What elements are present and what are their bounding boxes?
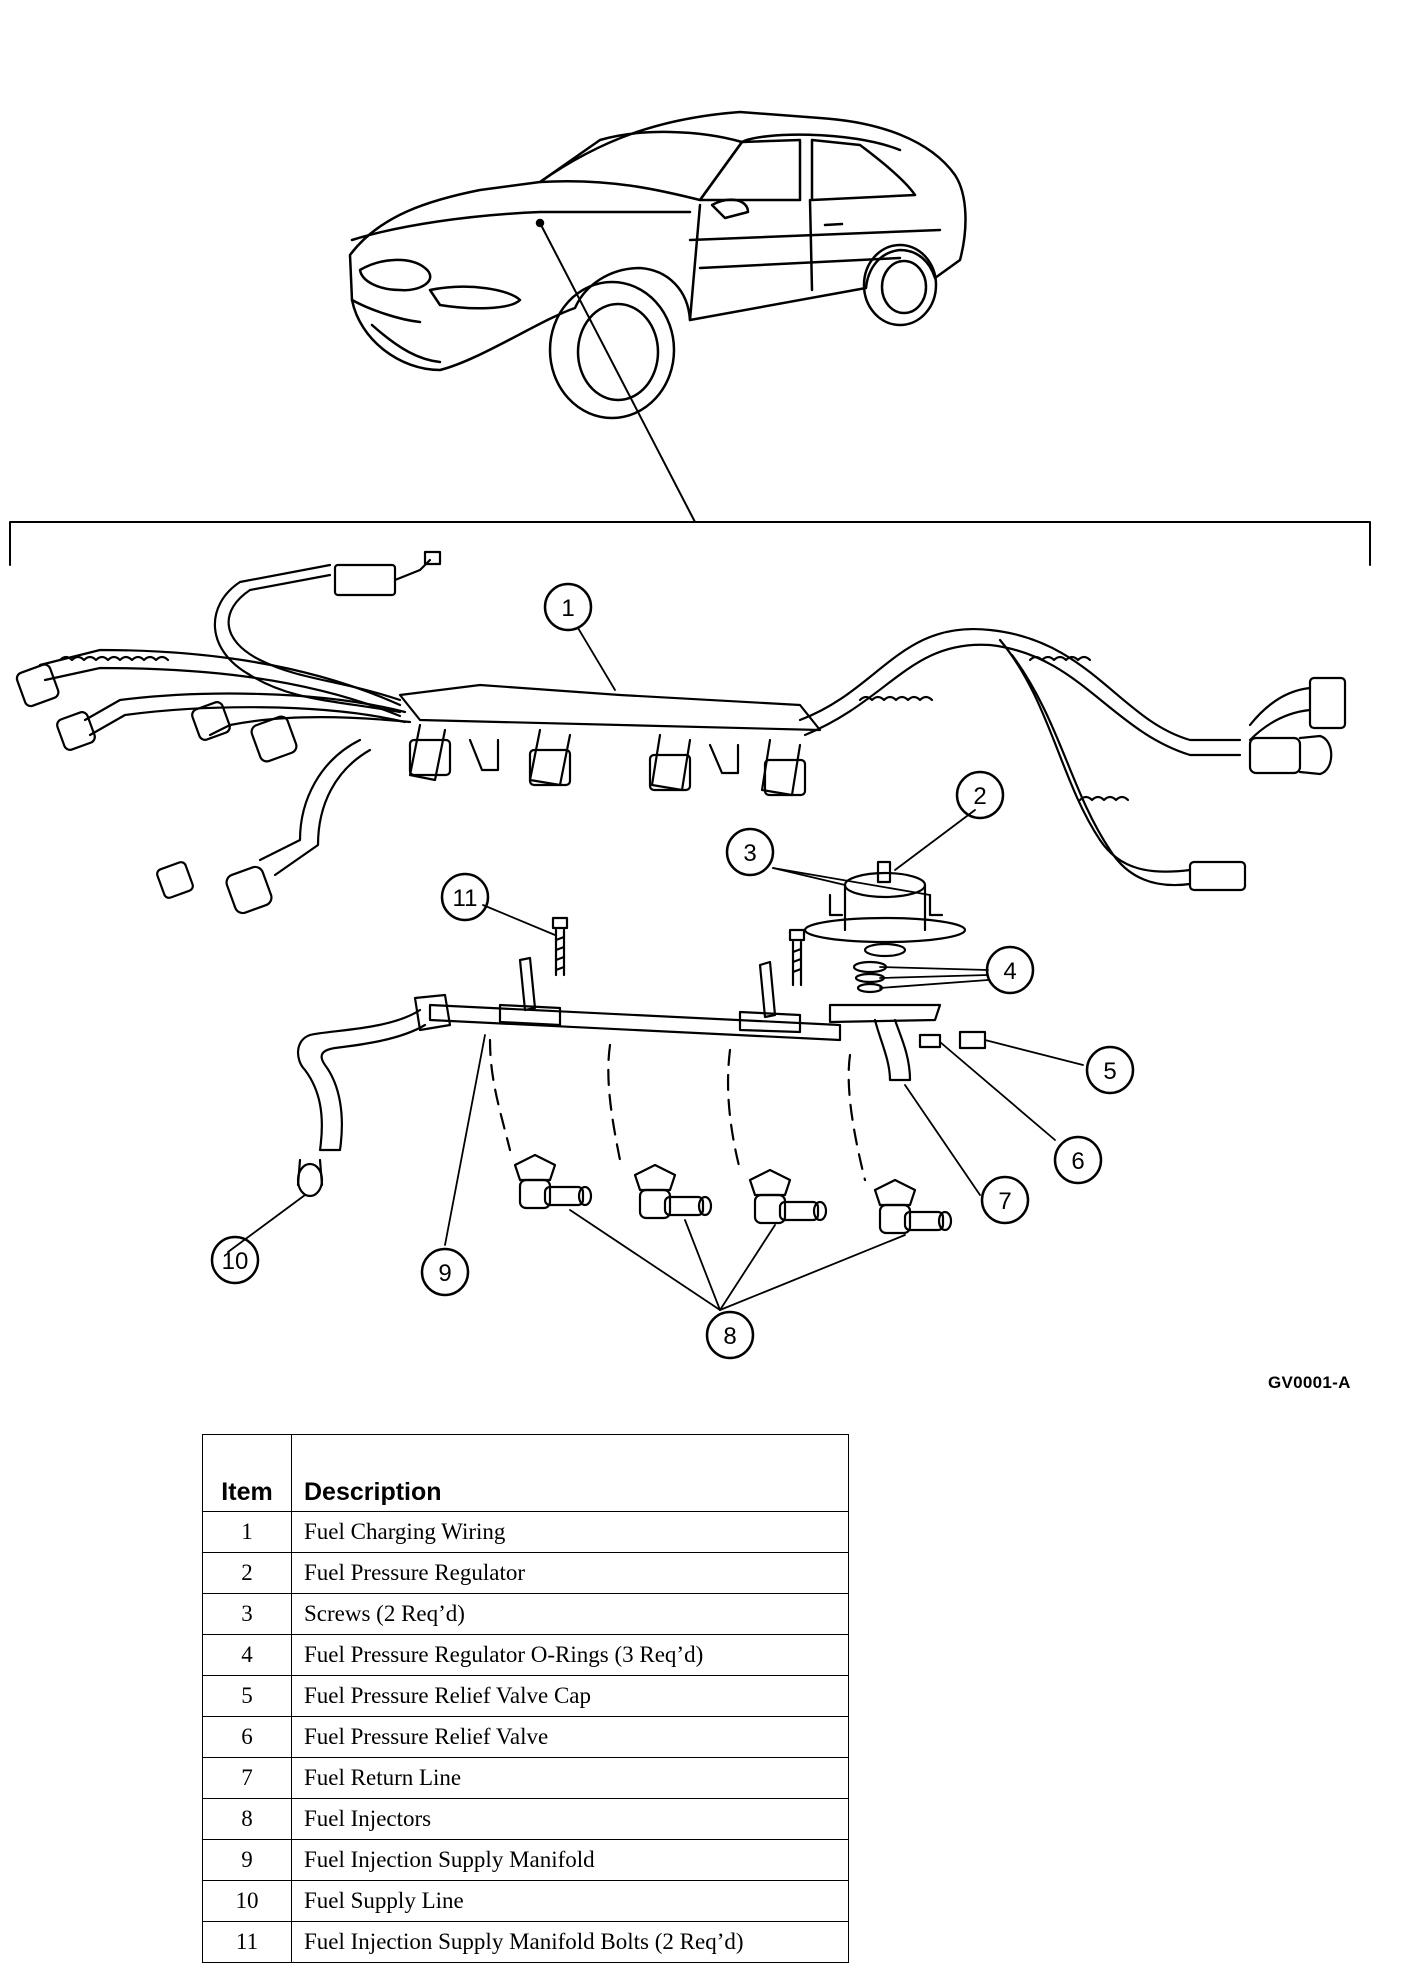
bolts-illustration xyxy=(551,916,806,987)
item-number: 5 xyxy=(202,1675,292,1717)
item-number: 6 xyxy=(202,1716,292,1758)
item-description: Fuel Charging Wiring xyxy=(291,1511,849,1553)
callout-label: 7 xyxy=(998,1188,1011,1215)
item-description: Fuel Injectors xyxy=(291,1798,849,1840)
item-number: 9 xyxy=(202,1839,292,1881)
item-description: Fuel Injection Supply Manifold Bolts (2 … xyxy=(291,1921,849,1963)
callout-label: 8 xyxy=(723,1323,736,1350)
item-description: Fuel Pressure Relief Valve Cap xyxy=(291,1675,849,1717)
callout-1: 1 xyxy=(543,582,593,632)
item-number: 1 xyxy=(202,1511,292,1553)
callout-label: 1 xyxy=(561,595,574,622)
callout-label: 6 xyxy=(1071,1148,1084,1175)
callout-label: 10 xyxy=(222,1248,249,1275)
item-number: 3 xyxy=(202,1593,292,1635)
item-number: 8 xyxy=(202,1798,292,1840)
callout-label: 2 xyxy=(973,783,986,810)
callout-4: 4 xyxy=(985,945,1035,995)
callout-7: 7 xyxy=(980,1175,1030,1225)
exploded-view-illustration: 1 2 3 4 5 6 7 8 9 10 11 xyxy=(9,110,1371,1360)
callout-3: 3 xyxy=(725,827,775,877)
callout-label: 3 xyxy=(743,840,756,867)
fuel-rail-illustration xyxy=(296,956,987,1198)
item-number: 7 xyxy=(202,1757,292,1799)
callout-8: 8 xyxy=(705,1310,755,1360)
injectors-illustration xyxy=(513,1153,953,1235)
header-item: Item xyxy=(202,1434,292,1512)
legend-header-row: Item Description xyxy=(202,1434,849,1512)
callout-label: 9 xyxy=(438,1260,451,1287)
callout-5: 5 xyxy=(1085,1045,1135,1095)
vehicle-illustration xyxy=(348,110,967,420)
header-description: Description xyxy=(291,1434,849,1512)
item-description: Fuel Pressure Relief Valve xyxy=(291,1716,849,1758)
callout-11: 11 xyxy=(440,872,490,922)
callout-label: 5 xyxy=(1103,1058,1116,1085)
callout-label: 4 xyxy=(1003,958,1016,985)
item-number: 10 xyxy=(202,1880,292,1922)
item-description: Fuel Supply Line xyxy=(291,1880,849,1922)
figure-id: GV0001-A xyxy=(1268,1373,1351,1392)
item-description: Fuel Pressure Regulator O-Rings (3 Req’d… xyxy=(291,1634,849,1676)
callout-6: 6 xyxy=(1053,1135,1103,1185)
item-number: 2 xyxy=(202,1552,292,1594)
item-description: Screws (2 Req’d) xyxy=(291,1593,849,1635)
callout-9: 9 xyxy=(420,1247,470,1297)
item-description: Fuel Return Line xyxy=(291,1757,849,1799)
callout-2: 2 xyxy=(955,770,1005,820)
item-description: Fuel Injection Supply Manifold xyxy=(291,1839,849,1881)
item-number: 11 xyxy=(202,1921,292,1963)
callout-10: 10 xyxy=(210,1235,260,1285)
wiring-harness-illustration xyxy=(15,550,1347,915)
item-description: Fuel Pressure Regulator xyxy=(291,1552,849,1594)
leader-lines xyxy=(227,627,1084,1311)
callout-label: 11 xyxy=(453,885,478,912)
item-number: 4 xyxy=(202,1634,292,1676)
